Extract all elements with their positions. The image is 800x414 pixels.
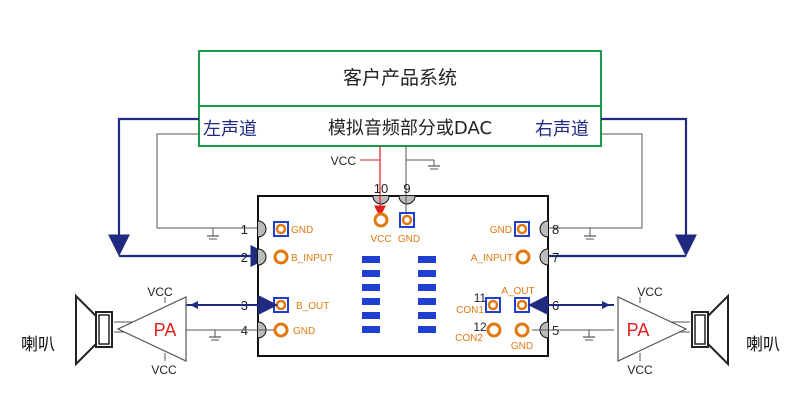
center-pad-column-right: [418, 256, 436, 333]
right-gnd-wire: [528, 133, 643, 240]
pin10-pad: [373, 212, 389, 228]
con1-pad: [485, 297, 501, 313]
pin4-label: GND: [293, 326, 315, 337]
top-pin-wires: [360, 146, 440, 218]
left-amp-vcc-bottom: VCC: [151, 363, 177, 377]
pin7: [515, 249, 531, 265]
pin5-gnd-label: GND: [511, 341, 533, 352]
pin10-number: 10: [374, 181, 388, 196]
con2-label: CON2: [455, 333, 483, 344]
pin2-label: B_INPUT: [291, 253, 333, 264]
pin9-label: GND: [398, 234, 420, 245]
right-amp-vcc-bottom: VCC: [627, 363, 653, 377]
con2-number: 12: [473, 320, 487, 334]
con2-pad: [486, 322, 502, 338]
pin8-number: 8: [552, 222, 559, 237]
left-speaker-label: 喇叭: [21, 335, 55, 355]
customer-system-box: 客户产品系统 模拟音频部分或DAC 左声道 右声道: [198, 50, 602, 147]
pin8-label: GND: [490, 225, 512, 236]
pin6: [514, 297, 530, 313]
right-amp-vcc-top: VCC: [637, 285, 663, 299]
left-pa-triangle: [116, 296, 187, 362]
pin7-label: A_INPUT: [471, 253, 513, 264]
vcc-supply-label: VCC: [331, 154, 357, 168]
left-gnd-wire: [156, 133, 268, 240]
pin7-number: 7: [552, 250, 559, 265]
system-title: 客户产品系统: [343, 67, 457, 89]
left-channel-label: 左声道: [203, 119, 257, 140]
right-pa-label: PA: [627, 320, 650, 340]
pin2: [273, 249, 289, 265]
pin8: [514, 221, 530, 237]
pin4: [273, 322, 289, 338]
right-speaker-icon: [691, 293, 729, 367]
left-pa-label: PA: [154, 320, 177, 340]
left-channel-wire: [108, 117, 273, 267]
pin3-label: B_OUT: [296, 301, 329, 312]
pin1: [273, 221, 289, 237]
pin3: [273, 297, 289, 313]
con1-number: 11: [474, 291, 487, 305]
pin2-number: 2: [241, 250, 248, 265]
con1-label: CON1: [456, 305, 484, 316]
pin1-number: 1: [241, 222, 248, 237]
pin10-label: VCC: [370, 234, 391, 245]
pin5: [514, 322, 530, 338]
right-channel-wire: [523, 117, 697, 267]
pin1-label: GND: [291, 225, 313, 236]
right-speaker-label: 喇叭: [746, 335, 780, 355]
pin6-label: A_OUT: [501, 286, 534, 297]
right-pa-triangle: [617, 296, 688, 362]
pin9-number: 9: [403, 181, 410, 196]
center-pad-column-left: [362, 256, 380, 333]
pin9-pad: [399, 212, 415, 228]
left-speaker-icon: [75, 293, 113, 367]
right-channel-label: 右声道: [535, 119, 589, 140]
left-amp-vcc-top: VCC: [147, 285, 173, 299]
system-subtitle: 模拟音频部分或DAC: [328, 118, 492, 139]
